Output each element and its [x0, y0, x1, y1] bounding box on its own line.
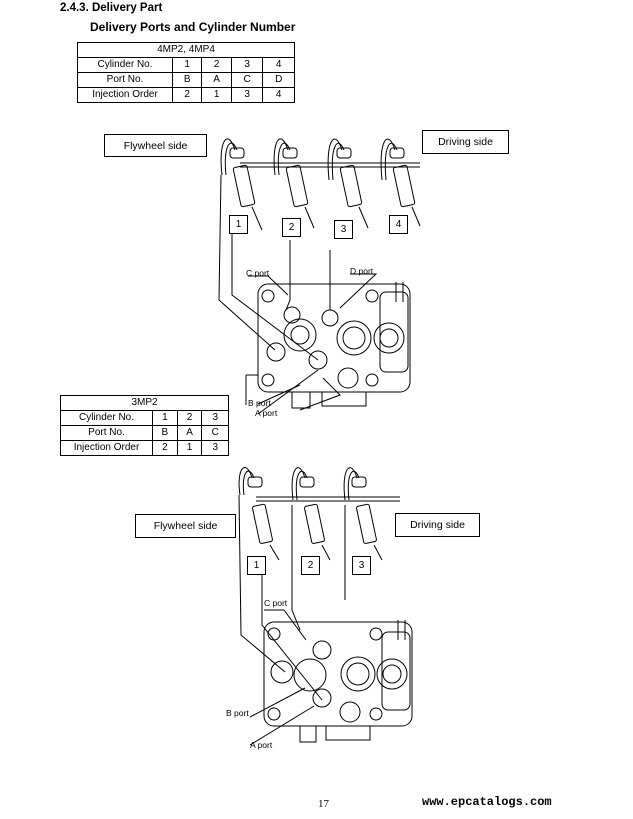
cell: 1 — [201, 87, 232, 103]
page-number: 17 — [318, 798, 329, 810]
a-port-label: A port — [250, 740, 273, 750]
table-row: Injection Order 2 1 3 — [60, 440, 229, 456]
d-port-label: D port — [350, 266, 374, 276]
flywheel-side-label-4mp: Flywheel side — [104, 134, 207, 157]
row-label: Injection Order — [60, 440, 153, 456]
section-subtitle: Delivery Ports and Cylinder Number — [90, 20, 296, 34]
cylinder-number-box: 4 — [389, 215, 408, 234]
cylinder-number-box: 2 — [282, 218, 301, 237]
table-row: Cylinder No. 1 2 3 — [60, 410, 229, 426]
c-port-label: C port — [246, 268, 270, 278]
cell: 4 — [262, 57, 295, 73]
cell: 1 — [176, 440, 203, 456]
cell: 4 — [262, 87, 295, 103]
table-row: Injection Order 2 1 3 4 — [77, 87, 295, 103]
c-port-label: C port — [264, 598, 288, 608]
flywheel-side-label-3mp: Flywheel side — [135, 514, 236, 538]
cell: 3 — [201, 440, 229, 456]
cylinder-number-box: 1 — [247, 556, 266, 575]
cylinder-number-box: 3 — [352, 556, 371, 575]
b-port-label: B port — [226, 708, 249, 718]
cell: 2 — [176, 410, 203, 426]
row-label: Injection Order — [77, 87, 173, 103]
cylinder-number-box: 3 — [334, 220, 353, 239]
b-port-label: B port — [248, 398, 271, 408]
watermark: www.epcatalogs.com — [422, 795, 552, 809]
section-title: 2.4.3. Delivery Part — [60, 2, 163, 14]
cylinder-number-box: 2 — [301, 556, 320, 575]
diagram-4mp-art — [218, 138, 421, 415]
a-port-label: A port — [255, 408, 278, 418]
diagram-3mp-art — [238, 466, 413, 746]
cylinder-number-box: 1 — [229, 215, 248, 234]
table-4mp: 4MP2, 4MP4 Cylinder No. 1 2 3 4 Port No.… — [77, 42, 295, 103]
driving-side-label-4mp: Driving side — [422, 130, 509, 154]
driving-side-label-3mp: Driving side — [395, 513, 480, 537]
table-row: Port No. B A C D — [77, 72, 295, 88]
table-3mp: 3MP2 Cylinder No. 1 2 3 Port No. B A C I… — [60, 395, 229, 456]
